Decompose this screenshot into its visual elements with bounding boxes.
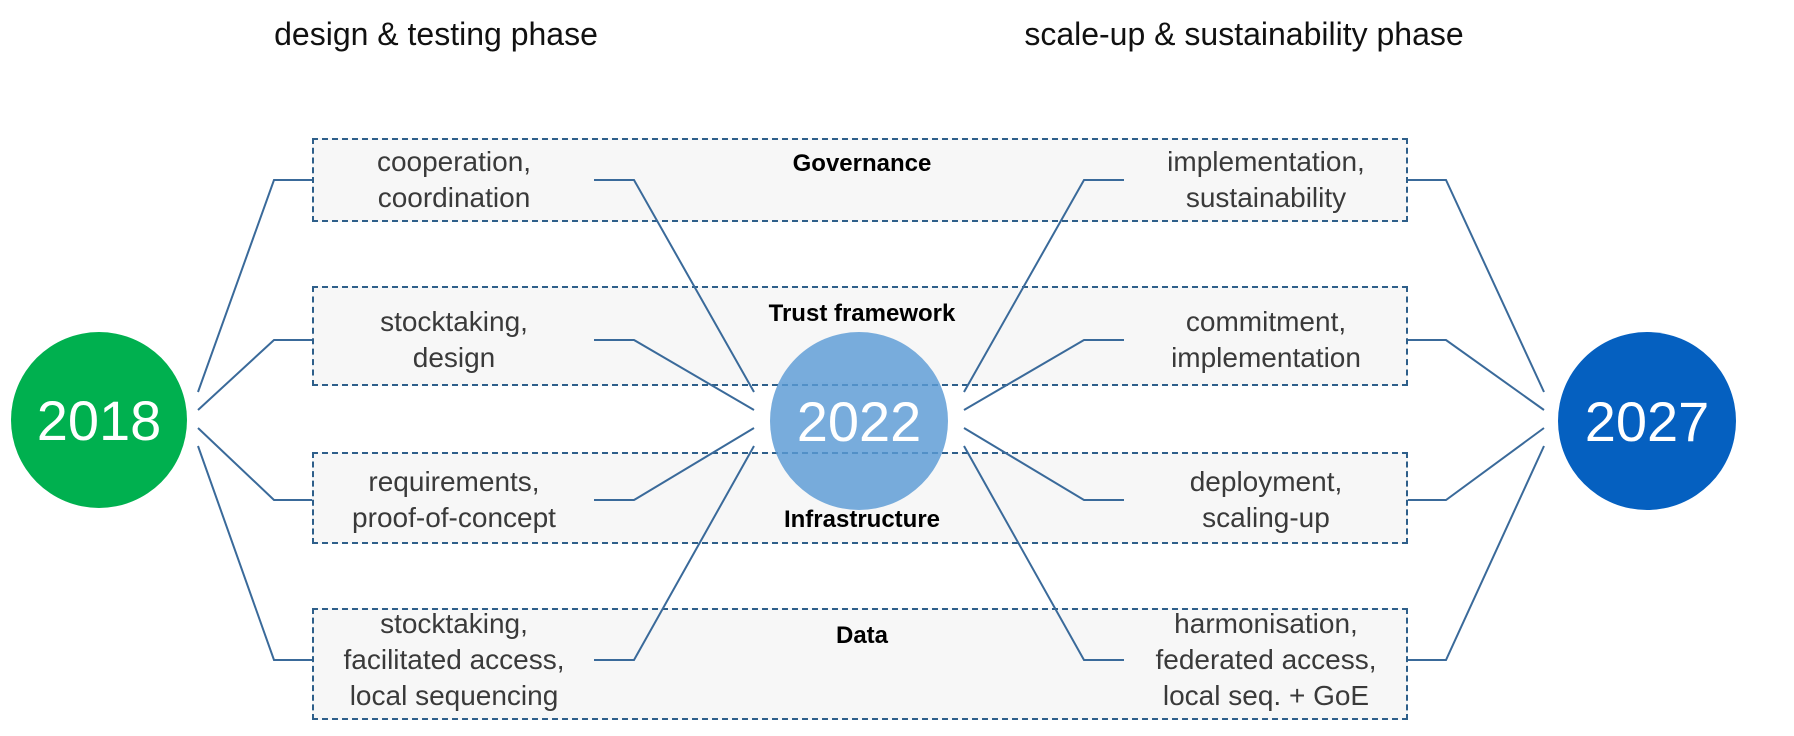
connector-2018-infrastructure xyxy=(197,427,312,501)
band-title-infrastructure: Infrastructure xyxy=(783,506,941,533)
phase-label-design-testing: design & testing phase xyxy=(274,16,598,52)
infrastructure-right-text: deployment, scaling-up xyxy=(1189,466,1343,533)
band-governance xyxy=(312,138,1408,222)
connector-infrastructure-2022 xyxy=(594,427,755,501)
year-2022-circle: 2022 xyxy=(770,332,948,510)
trust-right-text: commitment, implementation xyxy=(1171,306,1361,373)
band-data xyxy=(312,608,1408,720)
data-right-text: harmonisation, federated access, local s… xyxy=(1155,608,1377,711)
connector-governance-2022 xyxy=(594,179,755,393)
connector-2022-trust xyxy=(963,339,1124,411)
year-2027-circle: 2027 xyxy=(1558,332,1736,510)
infrastructure-left-text: requirements, proof-of-concept xyxy=(352,466,556,533)
connector-2022-infrastructure xyxy=(963,427,1124,501)
phase-label-scale-up-sustainability: scale-up & sustainability phase xyxy=(1024,16,1464,52)
trust-left-text: stocktaking, design xyxy=(380,306,528,373)
governance-left-text: cooperation, coordination xyxy=(376,146,532,213)
connector-2022-data xyxy=(963,445,1124,661)
connector-infrastructure-2027 xyxy=(1408,427,1545,501)
connector-trust-2022 xyxy=(594,339,755,411)
connector-2022-governance xyxy=(963,179,1124,393)
connector-data-2022 xyxy=(594,445,755,661)
connector-2018-trust xyxy=(197,339,312,411)
connector-trust-2027 xyxy=(1408,339,1545,411)
connector-governance-2027 xyxy=(1408,179,1545,393)
data-left-text: stocktaking, facilitated access, local s… xyxy=(343,608,565,711)
band-title-governance: Governance xyxy=(792,150,932,177)
connector-2018-governance xyxy=(197,179,312,393)
year-2018-circle: 2018 xyxy=(11,332,187,508)
band-title-data: Data xyxy=(835,622,889,649)
band-title-trust-framework: Trust framework xyxy=(768,300,956,327)
connector-2018-data xyxy=(197,445,312,661)
connector-data-2027 xyxy=(1408,445,1545,661)
governance-right-text: implementation, sustainability xyxy=(1167,146,1365,213)
